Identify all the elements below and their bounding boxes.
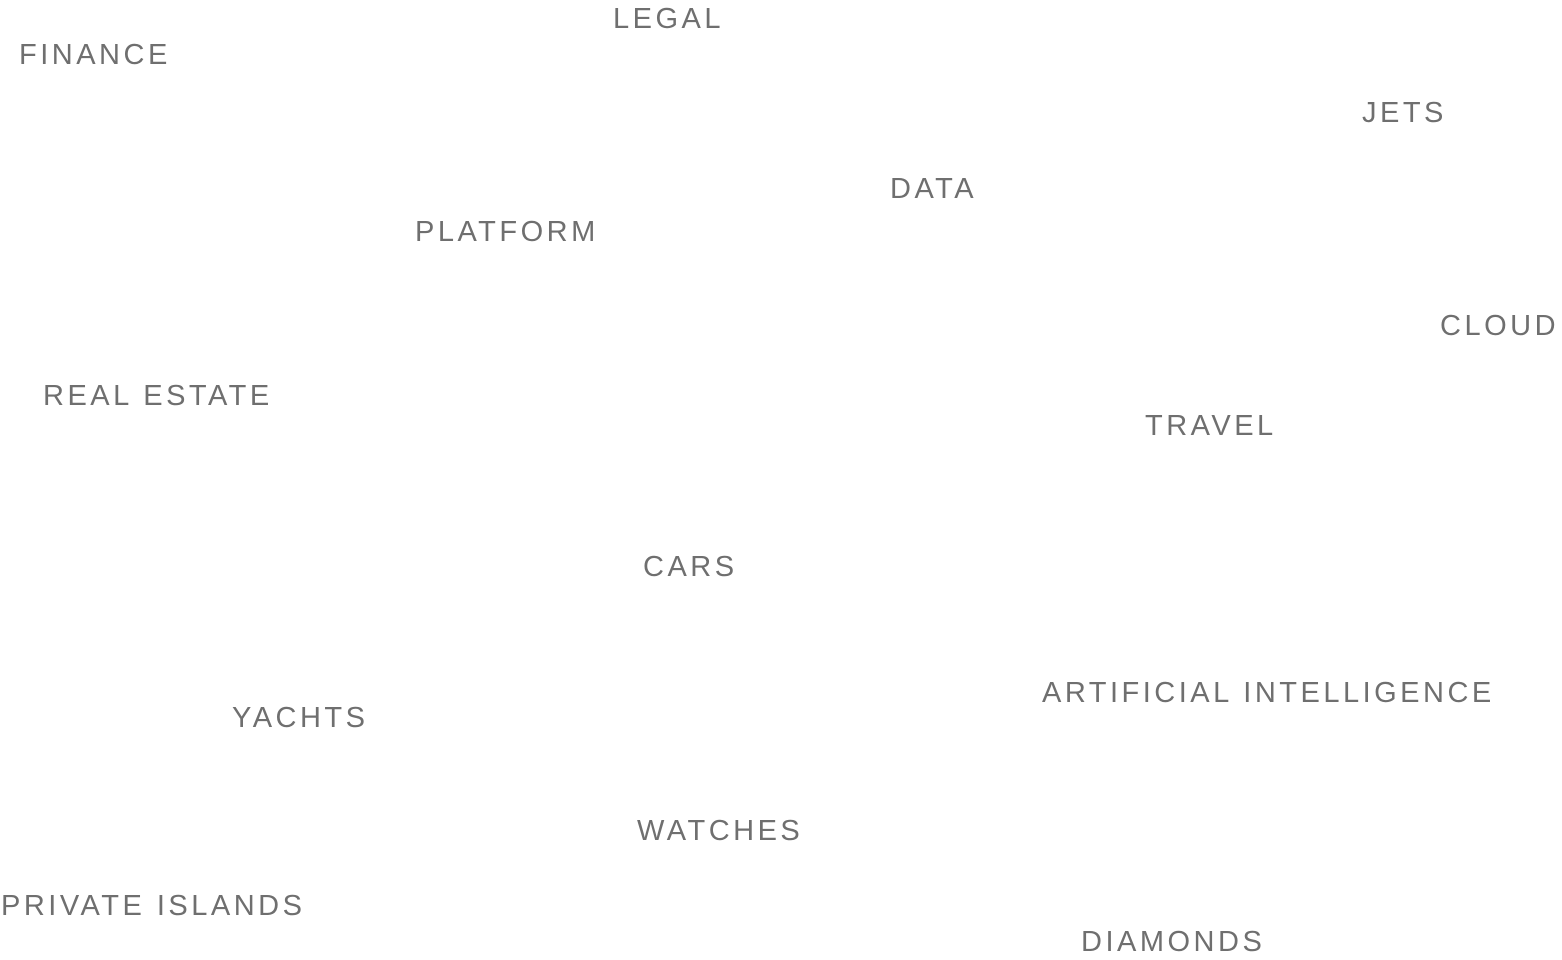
word-private-islands: PRIVATE ISLANDS [1,890,306,922]
word-finance: FINANCE [19,39,171,71]
word-travel: TRAVEL [1145,410,1277,442]
word-artificial-intelligence: ARTIFICIAL INTELLIGENCE [1042,677,1495,709]
word-real-estate: REAL ESTATE [43,380,273,412]
word-platform: PLATFORM [415,216,599,248]
word-cars: CARS [643,551,738,583]
word-diamonds: DIAMONDS [1081,926,1266,958]
word-data: DATA [890,173,978,205]
word-watches: WATCHES [637,815,804,847]
word-legal: LEGAL [613,3,724,35]
word-yachts: YACHTS [232,702,369,734]
word-cloud-term: CLOUD [1440,310,1560,342]
word-jets: JETS [1362,97,1447,129]
